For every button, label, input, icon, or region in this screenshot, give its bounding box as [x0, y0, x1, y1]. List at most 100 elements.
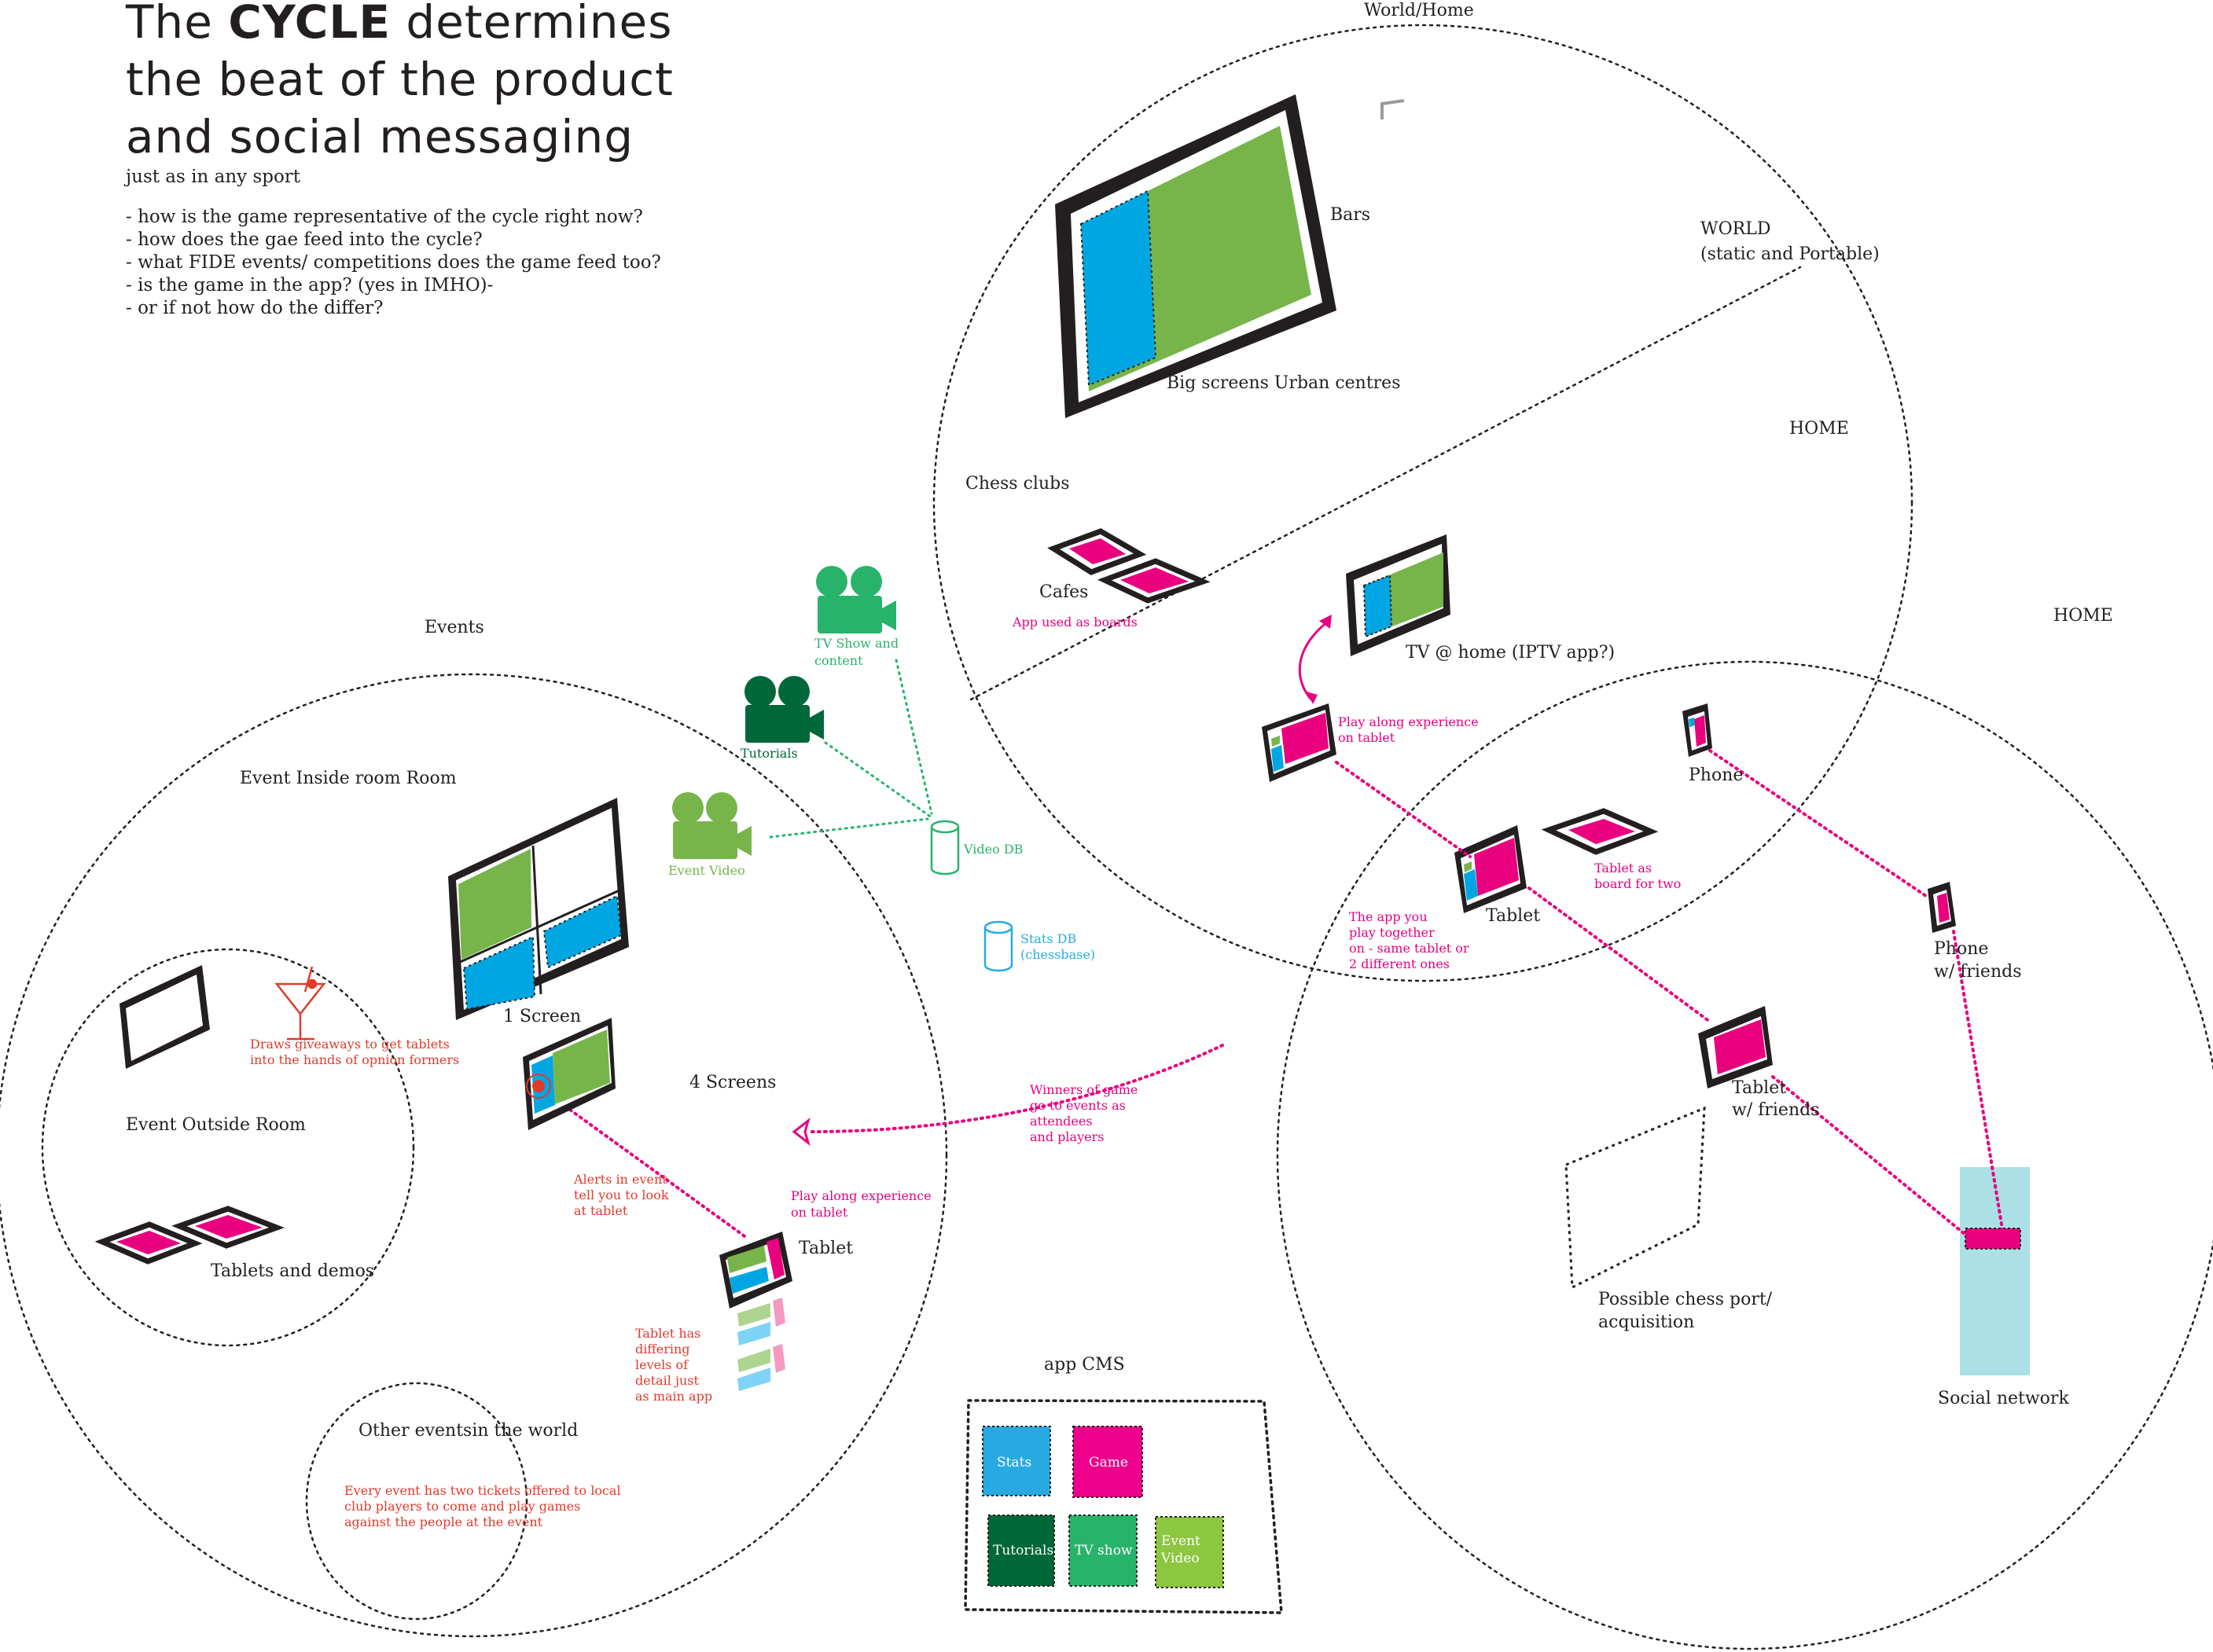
connector-phone-phone: [1708, 749, 1928, 898]
cms-game-label: Game: [1089, 1455, 1128, 1470]
label-alerts-2: tell you to look: [574, 1188, 669, 1202]
label-tickets-1: Every event has two tickets offered to l…: [344, 1483, 621, 1498]
label-app-cms: app CMS: [1044, 1355, 1125, 1375]
other-events-circle: [305, 1382, 528, 1621]
label-app-together-2: play together: [1349, 925, 1435, 940]
label-winners-3: attendees: [1030, 1114, 1093, 1129]
world-home-divider: [969, 266, 1802, 701]
big-screen-icon: [1055, 94, 1336, 418]
label-tv-show-1: TV Show and: [814, 636, 899, 651]
label-tv-show-2: content: [814, 653, 863, 668]
video-db-icon: [930, 820, 960, 876]
question-item: - how does the gae feed into the cycle?: [126, 229, 483, 250]
connector-screen-tablet: [568, 1108, 748, 1239]
label-four-screens: 4 Screens: [689, 1073, 776, 1092]
cms-tutorials-tile[interactable]: [987, 1514, 1055, 1587]
sync-arrowhead-top: [1319, 615, 1332, 629]
connector-tablet-friends: [1527, 887, 1711, 1023]
connector-playalong-tablet: [1335, 761, 1472, 858]
cms-eventvideo-label-1: Event: [1161, 1533, 1200, 1549]
label-events: Events: [425, 618, 484, 637]
title-block: The CYCLE determines the beat of the pro…: [126, 0, 833, 320]
cms-tvshow-tile[interactable]: [1068, 1514, 1138, 1587]
label-stats-db-1: Stats DB: [1020, 931, 1076, 946]
four-screens-icon: [448, 798, 629, 1020]
label-phone: Phone: [1689, 765, 1743, 785]
question-item: - is the game in the app? (yes in IMHO)-: [126, 275, 494, 296]
title-line-3: and social messaging: [126, 110, 634, 163]
label-tablet-board-1: Tablet as: [1594, 861, 1652, 876]
label-tickets-3: against the people at the event: [344, 1514, 543, 1529]
board-for-two-icon: [1541, 808, 1659, 855]
label-detail-2: differing: [635, 1342, 690, 1356]
label-home-inner: HOME: [1789, 419, 1849, 439]
label-bars: Bars: [1330, 205, 1370, 225]
label-tablet-board-2: board for two: [1594, 876, 1681, 891]
tablet-friends-icon: [1698, 1006, 1773, 1088]
label-world: WORLD: [1700, 219, 1770, 239]
label-tablets-demos: Tablets and demos: [211, 1261, 374, 1281]
world-home-circle: [932, 24, 1913, 982]
label-app-together-4: 2 different ones: [1349, 956, 1450, 971]
corner-mark: [1380, 99, 1405, 119]
event-video-camera-icon: [672, 792, 752, 859]
sync-arrow: [1298, 619, 1329, 701]
tablet-playalong-icon: [1262, 703, 1336, 782]
label-tablet-home: Tablet: [1486, 906, 1540, 926]
connector-eventvideo-db: [769, 817, 929, 839]
social-post-chip: [1965, 1228, 2021, 1250]
label-home-outer: HOME: [2053, 606, 2113, 626]
label-social-network: Social network: [1938, 1389, 2069, 1408]
chess-port-frame: [1564, 1106, 1706, 1290]
label-winners-1: Winners of game: [1030, 1082, 1138, 1097]
winners-arrowhead: [792, 1117, 811, 1147]
label-tickets-2: club players to come and play games: [344, 1499, 580, 1514]
label-phone-friends-2: w/ friends: [1934, 962, 2022, 982]
label-winners-4: and players: [1030, 1129, 1104, 1144]
question-item: - or if not how do the differ?: [126, 298, 384, 318]
label-world-sub: (static and Portable): [1700, 244, 1880, 264]
label-one-screen: 1 Screen: [503, 1007, 581, 1026]
label-chess-port-2: acquisition: [1598, 1312, 1694, 1332]
cms-tvshow-label: TV show: [1075, 1543, 1133, 1558]
tutorials-camera-icon: [744, 676, 824, 743]
cafe-board-icon: [1047, 528, 1211, 604]
winners-arrow: [808, 1044, 1224, 1133]
label-detail-1: Tablet has: [635, 1326, 700, 1341]
phone-icon: [1682, 703, 1712, 757]
question-item: - what FIDE events/ competitions does th…: [126, 252, 661, 273]
connector-tvshow-db: [895, 659, 933, 815]
phone-friends-icon: [1928, 882, 1956, 933]
label-detail-4: detail just: [635, 1373, 699, 1388]
cms-tutorials-label: Tutorials: [993, 1543, 1053, 1558]
label-giveaways-2: into the hands of opnion formers: [250, 1052, 459, 1067]
label-play-along-1: Play along experience: [1338, 714, 1479, 729]
cms-stats-label: Stats: [997, 1455, 1031, 1470]
cms-stats-tile[interactable]: [982, 1426, 1051, 1496]
cms-game-tile[interactable]: [1072, 1426, 1143, 1498]
label-app-together-1: The app you: [1349, 909, 1428, 924]
connector-tutorials-db: [824, 741, 933, 819]
tv-home-icon: [1346, 534, 1450, 656]
label-winners-2: go to events as: [1030, 1098, 1126, 1113]
outside-screen-icon: [119, 965, 210, 1069]
label-cafes: Cafes: [1039, 582, 1088, 602]
event-outside-circle: [41, 948, 415, 1347]
tablet-home-icon: [1454, 825, 1527, 913]
cms-eventvideo-tile[interactable]: [1155, 1516, 1224, 1588]
label-tutorials-cam: Tutorials: [741, 746, 798, 761]
label-phone-friends-1: Phone: [1934, 939, 1988, 959]
label-event-video-cam: Event Video: [668, 863, 745, 878]
app-cms-frame: [964, 1399, 1283, 1614]
sync-arrowhead-bottom: [1307, 692, 1318, 704]
title-line-2: the beat of the product: [126, 53, 674, 106]
events-circle: [0, 673, 948, 1638]
label-play-along-2a: Play along experience: [791, 1188, 932, 1203]
title-prefix: The: [126, 0, 229, 49]
connector-phone-social: [1952, 930, 2005, 1235]
tv-show-camera-icon: [816, 566, 896, 633]
label-tablet-friends-1: Tablet: [1732, 1078, 1786, 1098]
label-app-boards: App used as boards: [1012, 615, 1138, 630]
target-icon: [526, 1074, 551, 1099]
